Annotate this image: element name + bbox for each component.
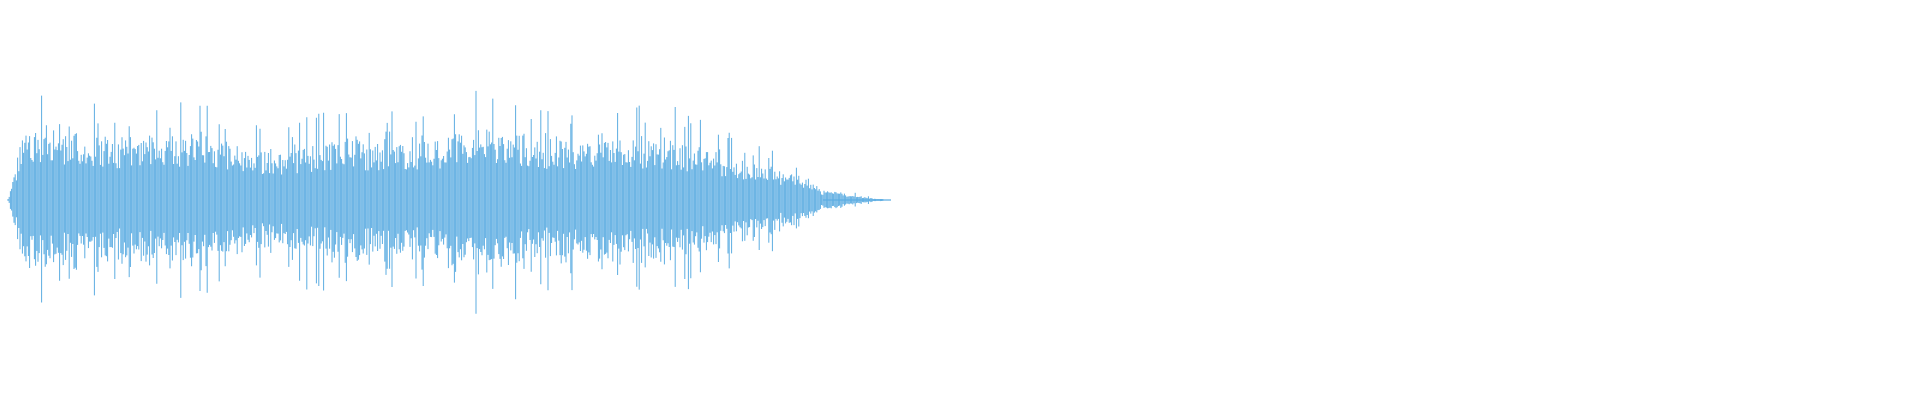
waveform-bars xyxy=(7,90,891,314)
